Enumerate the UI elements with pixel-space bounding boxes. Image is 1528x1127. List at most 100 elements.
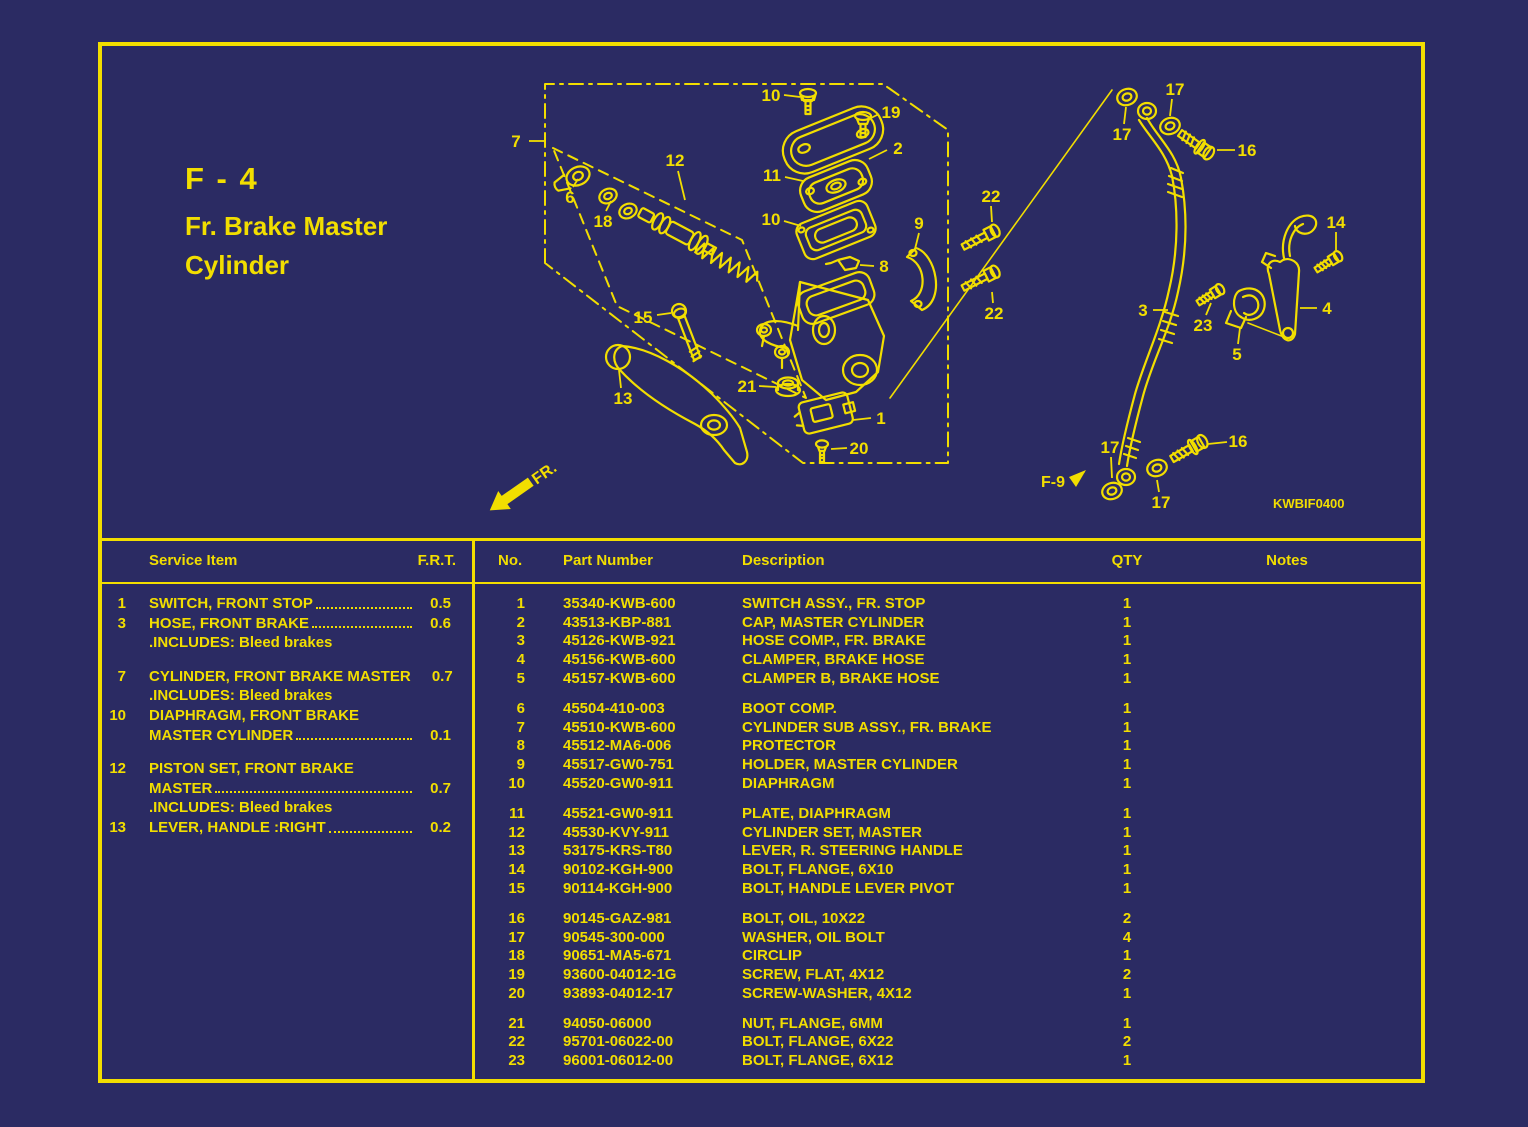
- parts-rows: 1 35340-KWB-600 SWITCH ASSY., FR. STOP 1…: [475, 595, 1425, 1071]
- service-row: 13 LEVER, HANDLE :RIGHT 0.2: [98, 818, 472, 838]
- part-description: CYLINDER SUB ASSY., FR. BRAKE: [742, 718, 992, 736]
- part-number: 45156-KWB-600: [563, 651, 676, 669]
- callout-number: 6: [565, 188, 574, 207]
- part-ref-no: 13: [508, 842, 525, 860]
- part-ref-no: 8: [516, 737, 525, 755]
- table-top-rule: [98, 538, 1425, 541]
- parts-row: 17 90545-300-000 WASHER, OIL BOLT 4: [475, 929, 1425, 948]
- part-description: CIRCLIP: [742, 947, 802, 965]
- callout-number: 2: [893, 139, 902, 158]
- callout-number: 18: [594, 212, 613, 231]
- part-number: 43513-KBP-881: [563, 613, 672, 631]
- piston-set-boundary: [552, 147, 807, 399]
- flange-nut: [774, 376, 802, 398]
- table-divider: [472, 538, 475, 1083]
- service-table: Service Item F.R.T. 1 SWITCH, FRONT STOP…: [98, 538, 472, 1083]
- parts-table: No. Part Number Description QTY Notes 1 …: [475, 538, 1425, 1083]
- parts-row: 1 35340-KWB-600 SWITCH ASSY., FR. STOP 1: [475, 595, 1425, 614]
- description-header: Description: [742, 552, 825, 569]
- callout-number: 8: [879, 257, 888, 276]
- notes-header: Notes: [1266, 552, 1308, 569]
- service-row: MASTER 0.7: [98, 779, 472, 799]
- part-qty: 2: [1122, 1033, 1132, 1051]
- dot-leader: [312, 626, 412, 629]
- parts-row: 10 45520-GW0-911 DIAPHRAGM 1: [475, 775, 1425, 794]
- callout-number: 21: [738, 377, 757, 396]
- service-item-name: LEVER, HANDLE :RIGHT: [149, 818, 326, 836]
- part-description: BOLT, HANDLE LEVER PIVOT: [742, 879, 955, 897]
- circlip-part: [598, 187, 618, 205]
- part-ref-no: 21: [508, 1014, 525, 1032]
- part-ref-no: 15: [508, 879, 525, 897]
- parts-row: 7 45510-KWB-600 CYLINDER SUB ASSY., FR. …: [475, 719, 1425, 738]
- part-number: 90114-KGH-900: [563, 879, 673, 897]
- service-ref-no: 13: [109, 818, 126, 836]
- flange-bolt: [960, 223, 1001, 251]
- dot-leader: [215, 791, 412, 794]
- part-description: SWITCH ASSY., FR. STOP: [742, 595, 926, 612]
- hose-clamper-b: [1224, 287, 1266, 330]
- fr-direction-arrow: FR.: [489, 459, 560, 511]
- part-ref-no: 4: [516, 651, 525, 669]
- part-number: 53175-KRS-T80: [563, 842, 673, 860]
- part-qty: 1: [1122, 718, 1132, 736]
- part-ref-no: 7: [516, 718, 525, 736]
- part-number: 93600-04012-1G: [563, 965, 677, 983]
- master-cylinder-cap: [781, 105, 885, 175]
- service-row: .INCLUDES: Bleed brakes: [98, 798, 472, 818]
- service-ref-no: 12: [109, 760, 126, 778]
- holder-part: [905, 246, 938, 312]
- oil-washer: [1101, 481, 1123, 501]
- part-number: 90145-GAZ-981: [563, 909, 672, 927]
- part-number: 45530-KVY-911: [563, 823, 669, 841]
- callout-number: 16: [1229, 432, 1248, 451]
- service-row: 10 DIAPHRAGM, FRONT BRAKE: [98, 706, 472, 726]
- part-description: CLAMPER, BRAKE HOSE: [742, 651, 925, 669]
- part-description: HOLDER, MASTER CYLINDER: [742, 756, 958, 773]
- service-frt-value: 0.7: [431, 667, 453, 685]
- frt-header: F.R.T.: [417, 552, 456, 569]
- part-number: 35340-KWB-600: [563, 595, 676, 612]
- part-ref-no: 10: [508, 774, 525, 792]
- part-ref-no: 22: [508, 1033, 525, 1051]
- piston-part: [637, 207, 718, 257]
- service-table-header: Service Item F.R.T.: [98, 552, 472, 569]
- washer-part: [618, 202, 638, 220]
- part-number: 45517-GW0-751: [563, 756, 674, 773]
- parts-row: 3 45126-KWB-921 HOSE COMP., FR. BRAKE 1: [475, 632, 1425, 651]
- service-frt-value: 0.6: [430, 614, 451, 632]
- callout-number: 20: [850, 439, 869, 458]
- parts-row: 2 43513-KBP-881 CAP, MASTER CYLINDER 1: [475, 614, 1425, 633]
- part-ref-no: 11: [509, 804, 525, 822]
- part-description: BOLT, FLANGE, 6X22: [742, 1033, 894, 1051]
- boot-part: [553, 165, 591, 192]
- brake-lever: [604, 343, 749, 466]
- part-ref-no: 12: [508, 823, 525, 841]
- part-ref-no: 6: [516, 699, 525, 717]
- flange-bolt: [1195, 283, 1226, 307]
- dot-leader: [328, 830, 412, 833]
- master-cylinder-body: [755, 271, 886, 402]
- part-qty: 2: [1122, 909, 1132, 927]
- screw-part: [798, 87, 818, 116]
- callout-number: 15: [634, 308, 653, 327]
- callout-number: 10: [762, 86, 781, 105]
- part-description: BOOT COMP.: [742, 699, 837, 717]
- callout-number: 17: [1152, 493, 1171, 512]
- part-description: CLAMPER B, BRAKE HOSE: [742, 669, 940, 687]
- part-number: 45504-410-003: [563, 699, 665, 717]
- part-qty: 1: [1122, 669, 1132, 687]
- callout-number: 1: [876, 409, 885, 428]
- part-number: 95701-06022-00: [563, 1033, 674, 1051]
- callout-number: 17: [1166, 80, 1185, 99]
- part-description: LEVER, R. STEERING HANDLE: [742, 842, 963, 860]
- flange-bolt: [1313, 250, 1344, 274]
- service-item-name: .INCLUDES: Bleed brakes: [149, 799, 333, 817]
- page-border-frame: [98, 42, 1425, 1083]
- part-description: DIAPHRAGM: [742, 774, 835, 792]
- callout-number: 9: [914, 214, 923, 233]
- diagram-ref-code: KWBIF0400: [1273, 496, 1345, 511]
- callout-number: 3: [1138, 301, 1147, 320]
- section-code: F - 4: [185, 161, 259, 196]
- part-description: BOLT, FLANGE, 6X12: [742, 1052, 894, 1070]
